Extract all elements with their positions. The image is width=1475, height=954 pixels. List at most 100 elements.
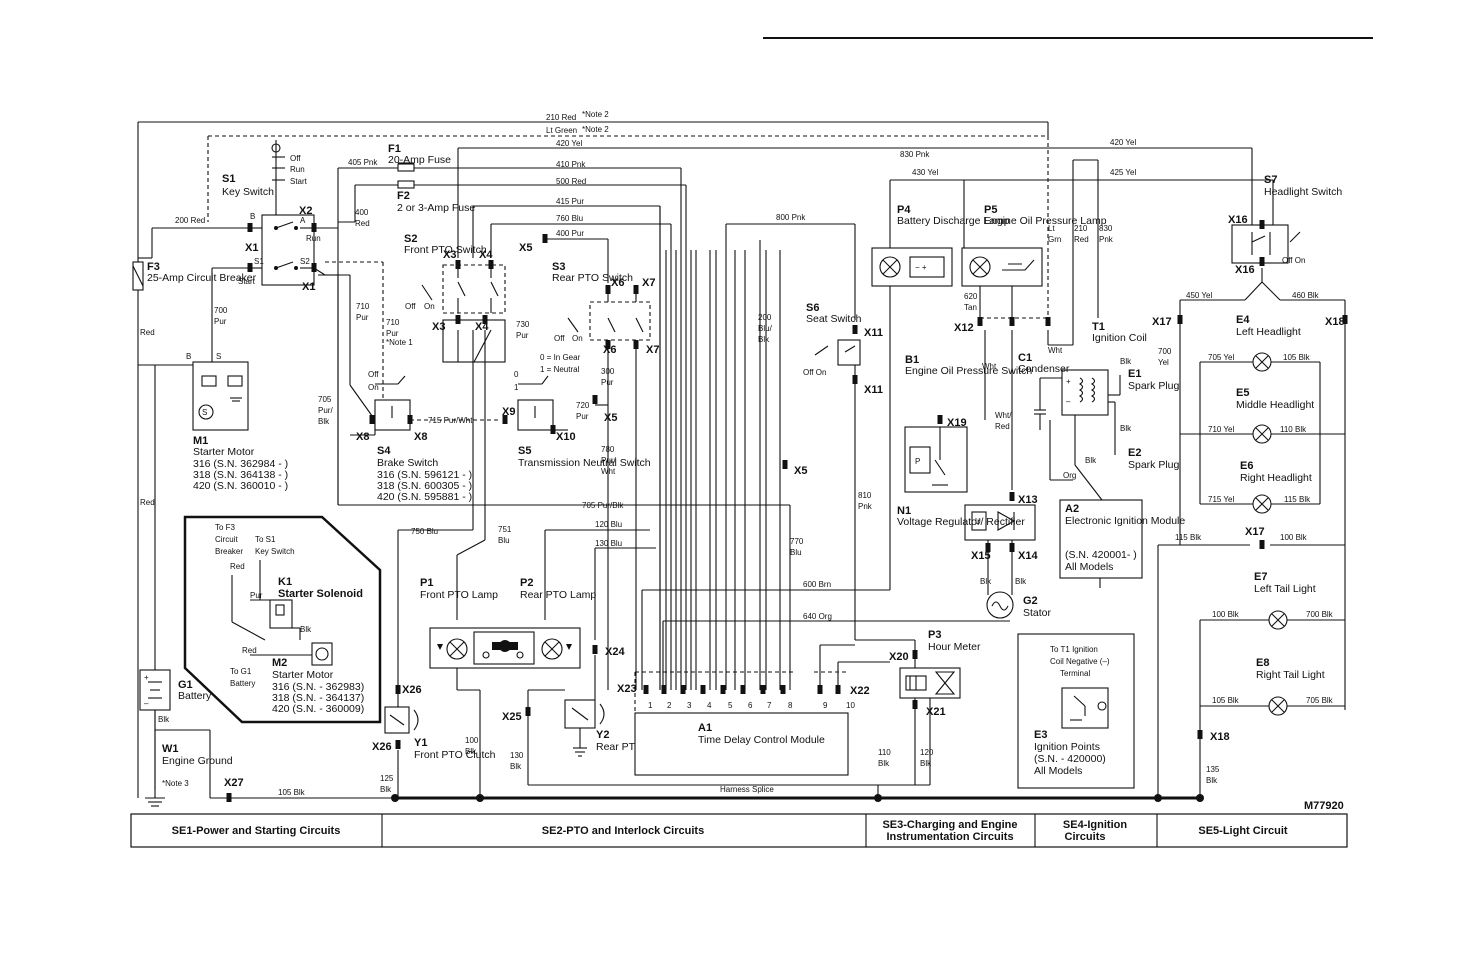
svg-text:460 Blk: 460 Blk [1292, 291, 1320, 300]
svg-text:135: 135 [1206, 765, 1220, 774]
svg-text:E2: E2 [1128, 447, 1141, 459]
connector-plug [502, 415, 508, 424]
svg-text:S3: S3 [552, 261, 565, 273]
svg-text:Right Tail Light: Right Tail Light [1256, 669, 1325, 681]
svg-text:Grn: Grn [1048, 235, 1061, 244]
svg-text:G2: G2 [1023, 595, 1038, 607]
harness-wires [338, 206, 1010, 690]
svg-text:Off: Off [554, 334, 565, 343]
connector-plug [592, 645, 598, 654]
svg-text:E5: E5 [1236, 387, 1249, 399]
svg-text:316 (S.N. - 362983): 316 (S.N. - 362983) [272, 681, 364, 693]
pto-lamps-p1-p2 [429, 627, 581, 798]
conn-x26: X26 [402, 684, 422, 696]
connector-plug [977, 317, 983, 326]
connector-plug [542, 234, 548, 243]
connector-plug [605, 285, 611, 294]
svg-text:Blk: Blk [1206, 776, 1218, 785]
connector-plug [592, 395, 598, 404]
connector-plug [1009, 543, 1015, 552]
connector-plug [226, 793, 232, 802]
section-bar [130, 813, 1348, 848]
svg-text:U: U [975, 517, 981, 526]
svg-text:710 Yel: 710 Yel [1208, 425, 1234, 434]
svg-text:(S.N. 420001- ): (S.N. 420001- ) [1065, 549, 1137, 561]
svg-text:Wht: Wht [982, 362, 997, 371]
svg-text:Lt: Lt [1048, 224, 1055, 233]
hour-meter-p3 [855, 639, 961, 785]
svg-text:Rear PTO Switch: Rear PTO Switch [552, 272, 633, 284]
key-switch-s1: Off Run Start B S1 A S2 Run Start [238, 140, 321, 286]
connector-plug [550, 425, 556, 434]
svg-text:Red: Red [1074, 235, 1089, 244]
svg-text:Key Switch: Key Switch [255, 547, 295, 556]
front-pto-switch-s2 [421, 264, 506, 363]
svg-text:To T1 Ignition: To T1 Ignition [1050, 645, 1098, 654]
svg-text:620: 620 [964, 292, 978, 301]
svg-text:200: 200 [758, 313, 772, 322]
svg-text:T1: T1 [1092, 321, 1105, 333]
svg-text:420 Yel: 420 Yel [1110, 138, 1136, 147]
svg-text:Starter Solenoid: Starter Solenoid [278, 588, 363, 600]
connector-plug [1009, 317, 1015, 326]
conn-x7: X7 [642, 277, 655, 289]
section-se2: SE2-PTO and Interlock Circuits [542, 825, 704, 837]
svg-text:Battery: Battery [178, 690, 212, 702]
connector-plug [1045, 317, 1051, 326]
svg-text:Yel: Yel [1158, 358, 1169, 367]
svg-text:On: On [424, 302, 435, 311]
svg-text:730: 730 [516, 320, 530, 329]
svg-text:0 = In Gear: 0 = In Gear [540, 353, 581, 362]
svg-text:10: 10 [846, 701, 855, 710]
svg-text:210: 210 [1074, 224, 1088, 233]
conn-x15: X15 [971, 550, 991, 562]
section-se5: SE5-Light Circuit [1198, 825, 1288, 837]
wire-425-yel: 425 Yel [1110, 168, 1136, 177]
svg-text:P3: P3 [928, 629, 941, 641]
s1-id: S1 [222, 173, 235, 185]
regulator-n1: U [964, 504, 1036, 619]
connector-plug [395, 740, 401, 749]
svg-text:Battery: Battery [230, 679, 255, 688]
connector-plug [525, 707, 531, 716]
svg-text:4: 4 [707, 701, 712, 710]
svg-text:316 (S.N. 596121 - ): 316 (S.N. 596121 - ) [377, 469, 472, 481]
svg-text:S6: S6 [806, 302, 819, 314]
svg-text:N1: N1 [897, 505, 911, 517]
svg-text:Seat Switch: Seat Switch [806, 313, 862, 325]
s1-name: Key Switch [222, 186, 274, 198]
connector-plug [407, 415, 413, 424]
svg-text:Blu: Blu [498, 536, 510, 545]
svg-text:P2: P2 [520, 577, 533, 589]
svg-text:Blu/: Blu/ [758, 324, 773, 333]
svg-text:640 Org: 640 Org [803, 612, 832, 621]
svg-text:Wht: Wht [1048, 346, 1063, 355]
svg-text:Wht/: Wht/ [995, 411, 1012, 420]
svg-text:Blk: Blk [980, 577, 992, 586]
svg-text:318 (S.N. - 364137): 318 (S.N. - 364137) [272, 692, 364, 704]
svg-text:Off: Off [368, 370, 379, 379]
svg-text:F2: F2 [397, 190, 410, 202]
connector-plug [1177, 315, 1183, 324]
inset-k1-m2 [183, 515, 382, 724]
headlights-e4-e6 [1179, 300, 1346, 710]
wire-200-red: 200 Red [175, 216, 205, 225]
svg-text:K1: K1 [278, 576, 292, 588]
connector-plug [912, 700, 918, 709]
note-2: *Note 2 [582, 110, 609, 119]
svg-text:Pur: Pur [356, 313, 369, 322]
connector-plug [395, 685, 401, 694]
connector-plug [1197, 730, 1203, 739]
svg-text:9: 9 [823, 701, 828, 710]
svg-text:S1: S1 [254, 257, 264, 266]
svg-text:Blk: Blk [510, 762, 522, 771]
conn-x4: X4 [479, 249, 493, 261]
connector-plug [661, 685, 667, 694]
svg-text:Engine Oil Pressure Lamp: Engine Oil Pressure Lamp [984, 215, 1107, 227]
svg-text:Tan: Tan [964, 303, 977, 312]
conn-x19: X19 [947, 417, 967, 429]
svg-text:S2: S2 [300, 257, 310, 266]
svg-text:Red: Red [242, 646, 257, 655]
connector-plug [985, 543, 991, 552]
